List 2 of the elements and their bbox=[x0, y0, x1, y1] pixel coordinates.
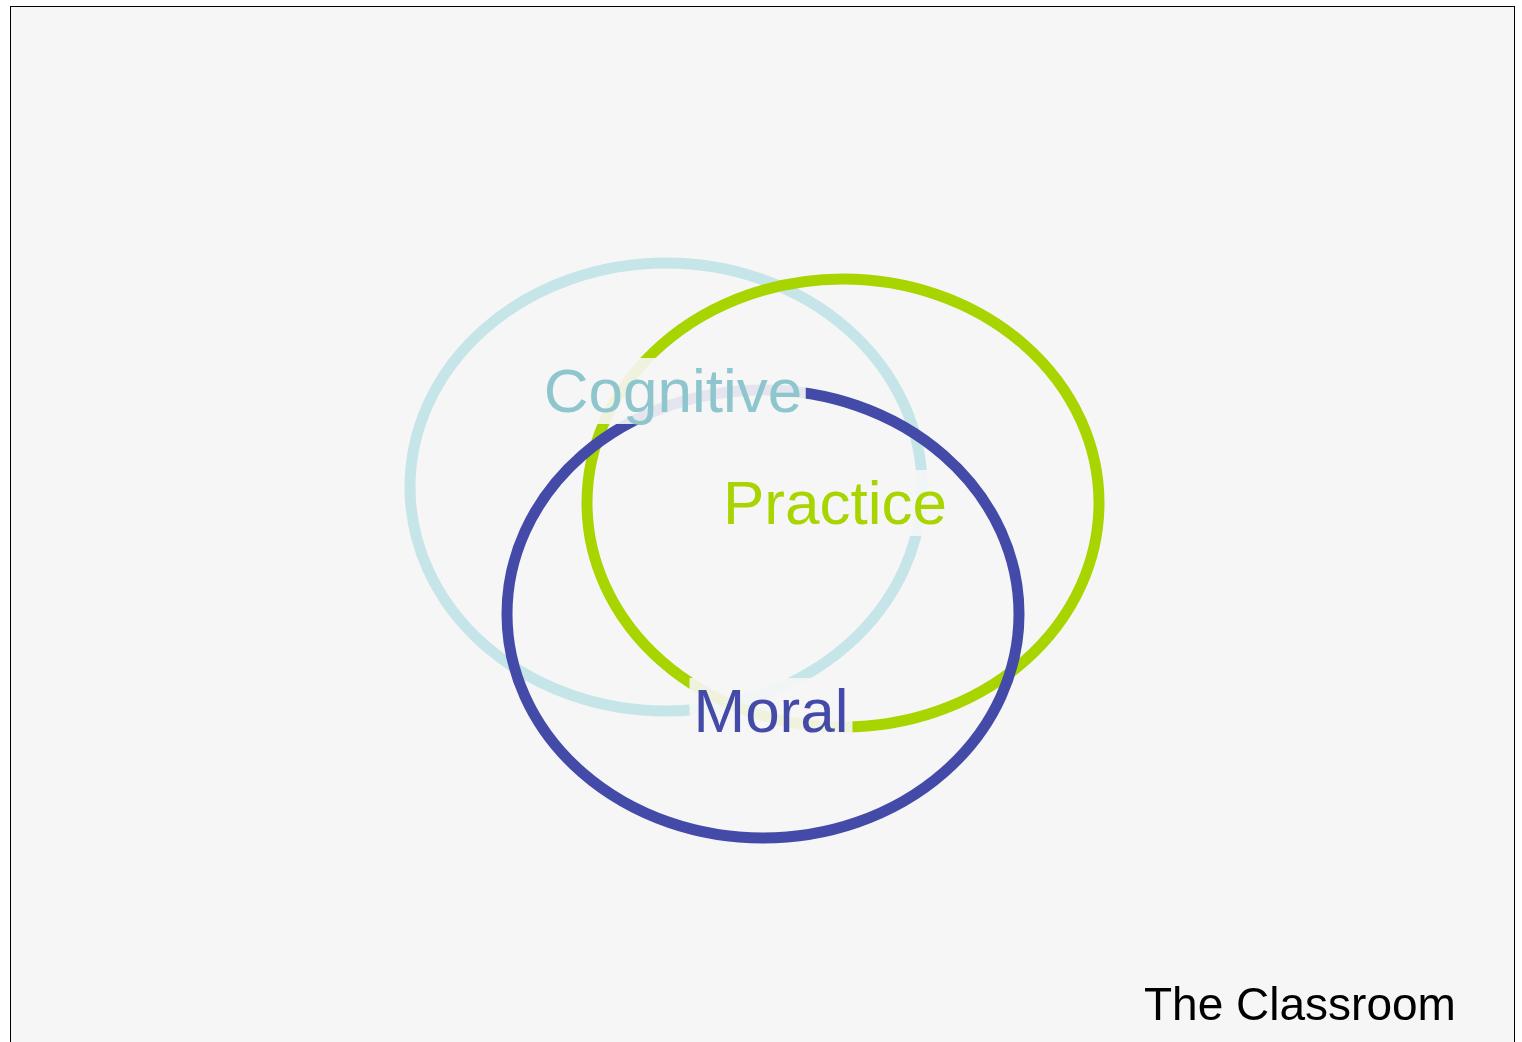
classroom-frame bbox=[10, 6, 1515, 1042]
frame-title: The Classroom bbox=[1144, 981, 1456, 1027]
